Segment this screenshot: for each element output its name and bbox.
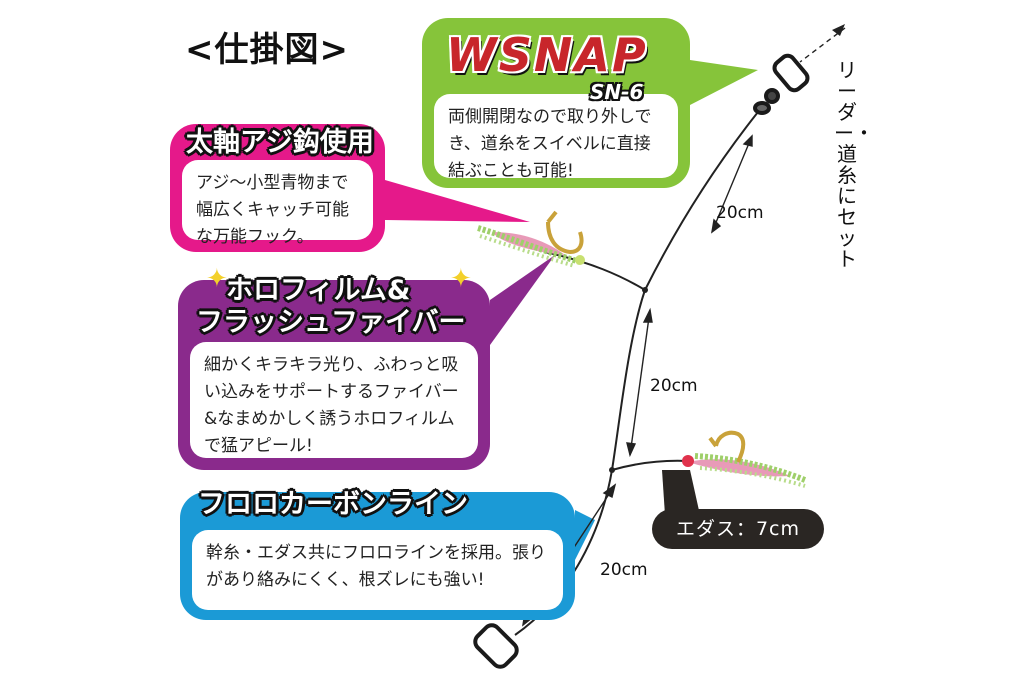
line-callout: 幹糸・エダス共にフロロラインを採用。張りがあり絡みにくく、根ズレにも強い! bbox=[180, 492, 575, 620]
brand-logo: WSNAP bbox=[446, 28, 648, 82]
hook-callout-heading: 太軸アジ鈎使用 bbox=[186, 127, 374, 158]
dimension-bottom: 20cm bbox=[600, 560, 648, 580]
upper-branch-knot bbox=[642, 287, 648, 293]
lower-hook bbox=[682, 430, 807, 488]
film-callout-heading-2: フラッシュファイバー bbox=[196, 307, 466, 338]
snap-swivel-top bbox=[753, 53, 810, 115]
line-callout-heading: フロロカーボンライン bbox=[198, 489, 468, 520]
dimension-middle: 20cm bbox=[650, 376, 698, 396]
main-line bbox=[514, 111, 759, 636]
branch-length-label: エダス：7cm bbox=[652, 509, 824, 549]
leader-instruction: リーダー・道糸にセット bbox=[834, 58, 874, 271]
lower-branch-line bbox=[611, 459, 689, 471]
lower-branch-knot bbox=[609, 467, 615, 473]
hook-callout: アジ～小型青物まで幅広くキャッチ可能な万能フック。 bbox=[170, 124, 385, 252]
film-callout-pointer bbox=[490, 255, 555, 345]
branch-label-pointer bbox=[662, 470, 700, 515]
snap-bottom bbox=[473, 623, 519, 669]
line-callout-text: 幹糸・エダス共にフロロラインを採用。張りがあり絡みにくく、根ズレにも強い! bbox=[192, 530, 563, 610]
snap-callout-pointer bbox=[690, 60, 758, 105]
upper-hook bbox=[477, 210, 585, 268]
brand-model: SN-6 bbox=[590, 80, 644, 104]
leader-arrowhead bbox=[832, 24, 845, 36]
page-title: <仕掛図> bbox=[185, 30, 349, 70]
film-callout-text: 細かくキラキラ光り、ふわっと吸い込みをサポートするファイバー&なまめかしく誘うホ… bbox=[190, 342, 478, 458]
snap-callout-text: 両側開閉なので取り外しでき、道糸をスイベルに直接結ぶことも可能! bbox=[434, 94, 678, 181]
hook-callout-text: アジ～小型青物まで幅広くキャッチ可能な万能フック。 bbox=[182, 160, 373, 247]
sparkle-icon-right: ✦ bbox=[450, 264, 472, 294]
sparkle-icon-left: ✦ bbox=[206, 264, 228, 294]
snap-callout: 両側開閉なので取り外しでき、道糸をスイベルに直接結ぶことも可能! bbox=[422, 18, 690, 188]
dimension-arrows bbox=[522, 134, 753, 627]
film-callout: 細かくキラキラ光り、ふわっと吸い込みをサポートするファイバー&なまめかしく誘うホ… bbox=[178, 280, 490, 470]
film-callout-heading-1: ホロフィルム& bbox=[226, 275, 411, 306]
dimension-top: 20cm bbox=[716, 203, 764, 223]
hook-callout-pointer bbox=[385, 180, 530, 222]
